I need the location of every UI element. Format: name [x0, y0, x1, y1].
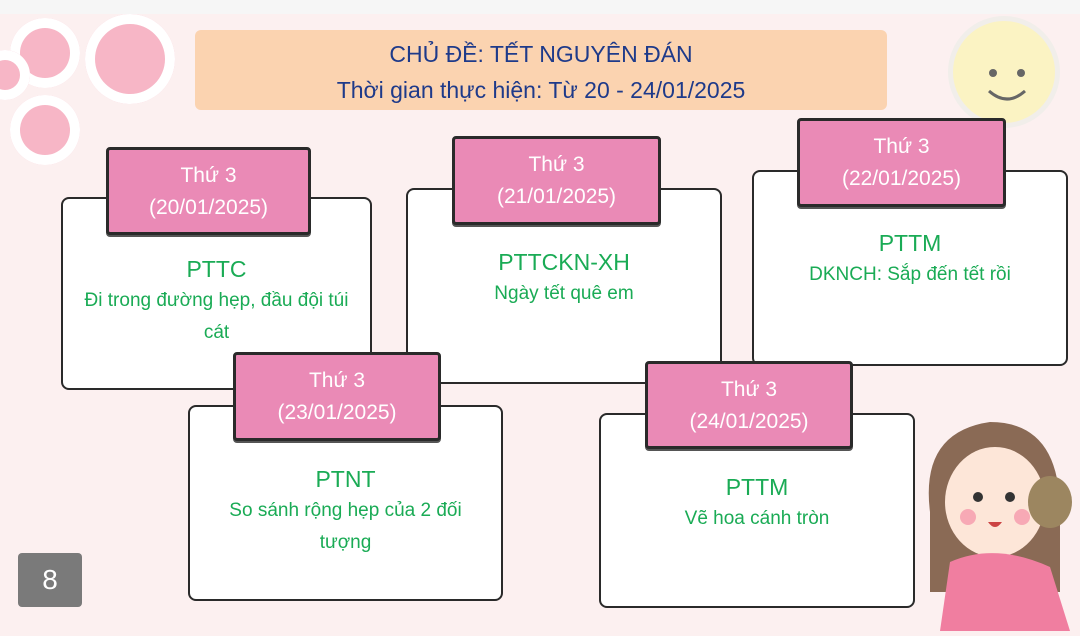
topic-banner: CHỦ ĐỀ: TẾT NGUYÊN ĐÁN Thời gian thực hi… — [195, 30, 887, 110]
day-header-4: Thứ 3 (23/01/2025) — [233, 352, 441, 441]
weekday: Thứ 3 — [180, 164, 237, 187]
date: (23/01/2025) — [277, 401, 397, 424]
weekday: Thứ 3 — [528, 153, 585, 176]
weekday: Thứ 3 — [873, 135, 930, 158]
day-header-5: Thứ 3 (24/01/2025) — [645, 361, 853, 449]
activity: So sánh rộng hẹp của 2 đối tượng — [229, 500, 462, 553]
subject: PTTC — [186, 256, 247, 282]
subject: PTTM — [725, 474, 789, 500]
topic-period: Thời gian thực hiện: Từ 20 - 24/01/2025 — [336, 77, 746, 103]
day-header-3: Thứ 3 (22/01/2025) — [797, 118, 1006, 207]
day-header-1: Thứ 3 (20/01/2025) — [106, 147, 311, 235]
date: (24/01/2025) — [689, 410, 809, 433]
day-header-2: Thứ 3 (21/01/2025) — [452, 136, 661, 225]
subject: PTTCKN-XH — [498, 249, 630, 275]
date: (21/01/2025) — [496, 185, 617, 208]
date: (20/01/2025) — [148, 196, 269, 219]
girl-illustration — [910, 392, 1080, 631]
top-strip — [0, 0, 1080, 14]
activity: Ngày tết quê em — [494, 283, 634, 304]
activity: Vẽ hoa cánh tròn — [684, 508, 830, 529]
smiling-sun-decoration — [948, 16, 1060, 128]
activity: DKNCH: Sắp đến tết rồi — [809, 264, 1011, 285]
subject: PTTM — [878, 230, 942, 256]
activity: Đi trong đường hẹp, đầu đội túi cát — [84, 290, 349, 343]
subject: PTNT — [315, 466, 376, 492]
topic-title: CHỦ ĐỀ: TẾT NGUYÊN ĐÁN — [389, 41, 693, 67]
weekday: Thứ 3 — [308, 369, 366, 392]
date: (22/01/2025) — [841, 167, 962, 190]
page-number: 8 — [18, 553, 82, 607]
weekday: Thứ 3 — [720, 378, 778, 401]
